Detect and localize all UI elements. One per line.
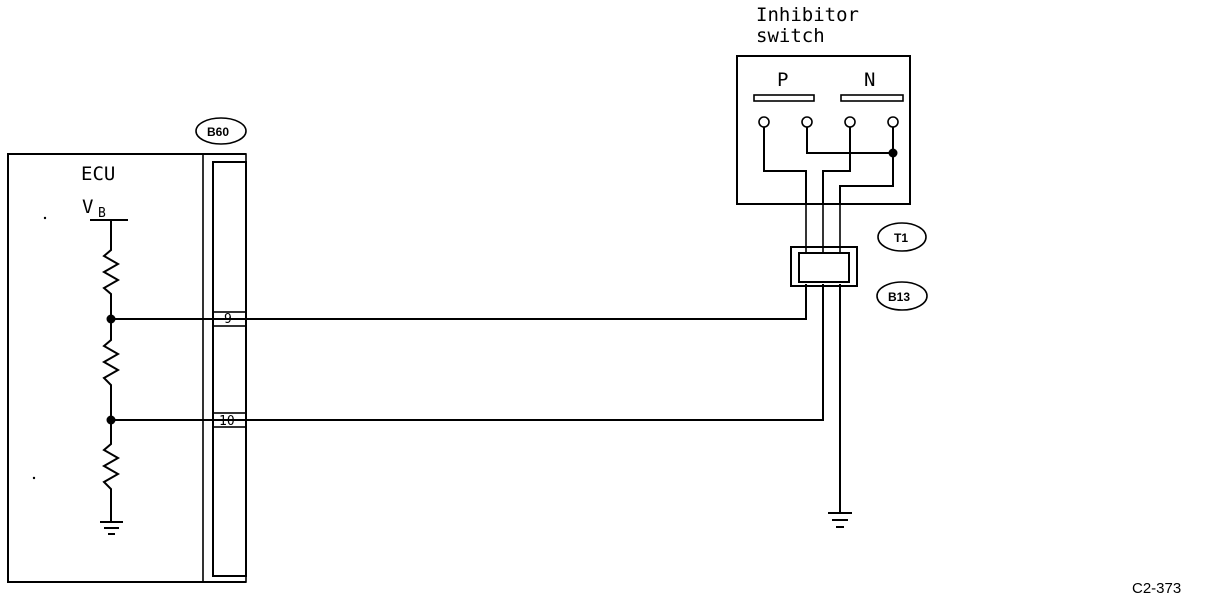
wire-pin-10 [111, 284, 824, 421]
b13-tag: B13 [876, 281, 928, 311]
connector-b60: 9 10 [202, 153, 247, 583]
terminal-2 [801, 116, 813, 128]
svg-text:B13: B13 [888, 290, 910, 304]
scan-speck [32, 476, 36, 480]
ecu-label: ECU [81, 163, 115, 185]
contact-bar-p [753, 94, 815, 102]
terminal-1 [758, 116, 770, 128]
ecu-ground-symbol [100, 521, 123, 535]
vb-subscript: B [98, 206, 106, 221]
ecu-block: ECU [7, 153, 246, 583]
scan-speck [43, 216, 47, 220]
terminal-3 [844, 116, 856, 128]
chassis-ground-symbol [828, 512, 852, 528]
b60-tag: B60 [195, 117, 247, 145]
contact-bar-n [840, 94, 904, 102]
vb-label: V [82, 196, 93, 218]
wire-pin-9 [111, 284, 807, 320]
t1-tag: T1 [877, 222, 927, 252]
resistor-r2 [101, 319, 121, 418]
switch-title-line-1: Inhibitor [756, 4, 859, 26]
resistor-r1 [101, 240, 121, 318]
position-p-label: P [777, 69, 788, 91]
figure-code: C2-373 [1132, 580, 1181, 597]
svg-text:B60: B60 [207, 125, 229, 139]
switch-title-line-2: switch [756, 25, 825, 47]
inhibitor-switch: Inhibitor switch P N [736, 4, 911, 205]
resistor-r3 [101, 420, 121, 521]
connector-t1-b13 [790, 204, 858, 287]
pin-10-label: 10 [219, 414, 235, 429]
svg-text:T1: T1 [894, 231, 908, 245]
terminal-4 [887, 116, 899, 128]
vb-supply: V B [82, 196, 128, 240]
position-n-label: N [864, 69, 875, 91]
